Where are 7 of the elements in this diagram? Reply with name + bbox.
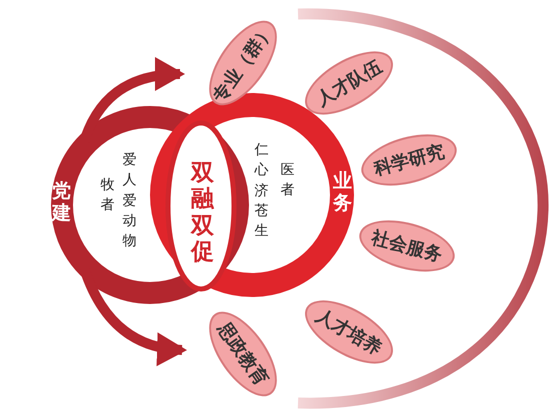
calligraphy-text: 仁心济苍生 [254, 141, 270, 242]
center-label: 双融双促 [190, 160, 216, 266]
calligraphy-text: 牧者 [100, 176, 116, 216]
calligraphy-text: 爱人爱动物 [122, 151, 138, 252]
calligraphy-text: 医者 [280, 161, 296, 200]
ring-label: 党建 [51, 181, 72, 225]
ring-label: 业务 [332, 171, 353, 215]
